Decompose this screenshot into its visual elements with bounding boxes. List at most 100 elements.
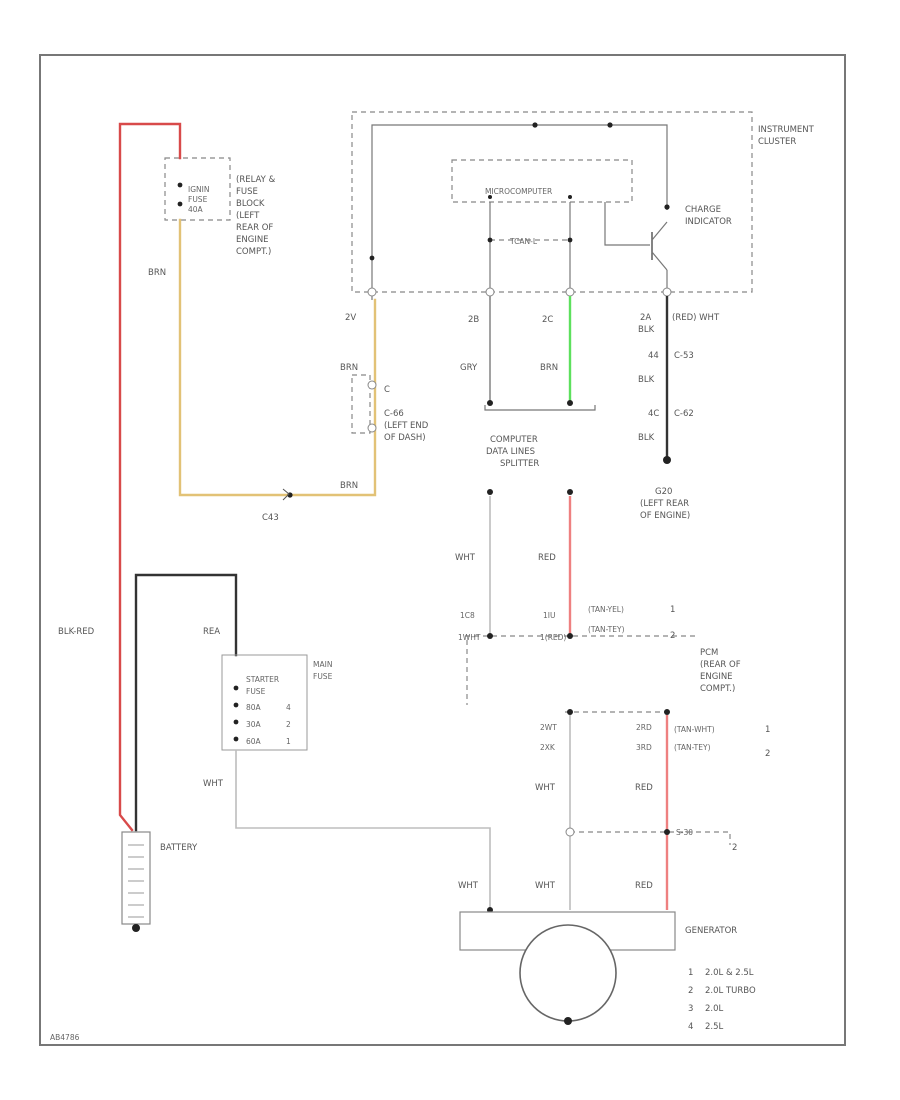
connector-terminal [485, 287, 495, 297]
wire-color-label: BLK [638, 325, 655, 335]
pcm-terminal [487, 633, 493, 639]
wire-color-label: GRY [460, 363, 478, 373]
wire-color-label: BRN [540, 363, 558, 373]
instrument-cluster: INSTRUMENT CLUSTER MICROCOMPUTER TCAN-L … [351, 111, 815, 300]
wire-color-label: BRN [340, 481, 358, 491]
wht-output-wire [235, 750, 491, 910]
ground-label: OF ENGINE) [640, 511, 690, 521]
generator-label: GENERATOR [685, 926, 737, 936]
charge-indicator-base [604, 202, 650, 246]
microcomputer-box [451, 159, 633, 203]
connector-label: C-62 [674, 409, 694, 419]
brn-wire [178, 218, 377, 497]
cluster-outline [351, 111, 753, 293]
pin-label: 4C [648, 409, 659, 419]
connector-label: C43 [262, 513, 279, 523]
connector-terminal [367, 380, 377, 390]
legend-text: 2.0L & 2.5L [705, 968, 754, 978]
blk-battery-wire [134, 573, 238, 832]
fuse-number: 1 [286, 737, 291, 746]
tcan-label: TCAN-L [509, 237, 538, 246]
wire-color-label: (TAN-YEL) [588, 605, 624, 614]
connector-terminal [662, 287, 672, 297]
fuse-label: FUSE [188, 195, 208, 204]
relay-block-label: REAR OF [236, 223, 273, 233]
wire-color-label: (TAN-TEY) [674, 743, 711, 752]
fuse-number: 2 [286, 720, 291, 729]
charge-transistor [651, 221, 668, 241]
pin-label: 1IU [543, 611, 555, 620]
legend: 1 2.0L & 2.5L 2 2.0L TURBO 3 2.0L 4 2.5L [688, 968, 756, 1032]
wire-color-label: BLK [638, 433, 655, 443]
microcomputer-label: MICROCOMPUTER [485, 187, 552, 196]
legend-text: 2.0L TURBO [705, 986, 756, 996]
generator-terminal [567, 709, 573, 715]
cluster-internal-bus [371, 124, 668, 300]
pcm-label: COMPT.) [700, 684, 735, 694]
pcm-label: PCM [700, 648, 718, 658]
charge-indicator-lamp-icon [664, 204, 670, 210]
generator-icon [459, 911, 676, 1025]
legend-number: 4 [688, 1022, 693, 1032]
legend-text: 2.0L [705, 1004, 724, 1014]
splice-terminal [565, 827, 575, 837]
legend-text: 2.5L [705, 1022, 724, 1032]
fuse-terminal [233, 719, 239, 725]
connector-terminal [367, 423, 377, 433]
note-number: 2 [765, 749, 770, 759]
wire-color-label: RED [635, 783, 653, 793]
fuse-label: IGNIN [188, 185, 209, 194]
cluster-node [369, 255, 375, 261]
note-number: 1 [765, 725, 770, 735]
ground-label: (LEFT REAR [640, 499, 689, 509]
wire-color-label: WHT [203, 779, 224, 789]
cluster-node [532, 122, 538, 128]
splice-dashed-link [570, 831, 731, 845]
pin-label: 44 [648, 351, 659, 361]
main-fuse-block [221, 654, 308, 751]
splitter-label: DATA LINES [486, 447, 535, 457]
connector-terminal [367, 287, 377, 297]
splitter-label: SPLITTER [500, 459, 539, 469]
fuse-terminal [177, 182, 183, 188]
pin-label: 2B [468, 315, 479, 325]
wire-color-label: REA [203, 627, 220, 637]
pin-label: 1C8 [460, 611, 475, 620]
fuse-rating: 30A [246, 720, 262, 729]
relay-block-label: ENGINE [236, 235, 269, 245]
fuse-terminal [233, 736, 239, 742]
connector-label: C-66 [384, 409, 404, 419]
relay-fuse-block: IGNIN FUSE 40A (RELAY & FUSE BLOCK (LEFT… [164, 157, 276, 257]
fuse-block-label: FUSE [313, 672, 333, 681]
cluster-node [607, 122, 613, 128]
wire-color-label: (TAN-TEY) [588, 625, 625, 634]
ground-label: G20 [655, 487, 672, 497]
diagram-frame [39, 54, 846, 1046]
splitter-terminal [487, 400, 493, 406]
wire-color-label: WHT [458, 881, 479, 891]
pin-label: 2WT [540, 723, 557, 732]
connector-label: C-53 [674, 351, 694, 361]
cluster-node [567, 237, 573, 243]
cluster-label: CLUSTER [758, 137, 796, 147]
blk-red-wire [118, 122, 182, 832]
pcm-terminal [567, 633, 573, 639]
battery-label: BATTERY [160, 843, 198, 853]
wire-color-label: (RED) WHT [672, 313, 720, 323]
diagram-code: AB4786 [50, 1033, 80, 1042]
splitter-label: COMPUTER [490, 435, 538, 445]
connector-label: C [384, 385, 390, 395]
ground-icon [663, 456, 671, 464]
wire-color-label: BRN [340, 363, 358, 373]
pin-label: 2XK [540, 743, 556, 752]
wire-color-label: RED [635, 881, 653, 891]
wire-color-label: WHT [535, 881, 556, 891]
wire-color-label: BRN [148, 268, 166, 278]
fuse-label: 40A [188, 205, 204, 214]
pin-label: 1(RED) [540, 633, 566, 642]
wire-color-label: BLK-RED [58, 627, 95, 637]
charge-indicator-label: INDICATOR [685, 217, 732, 227]
relay-block-label: (RELAY & [236, 175, 276, 185]
connector-label: (LEFT END [384, 421, 429, 431]
